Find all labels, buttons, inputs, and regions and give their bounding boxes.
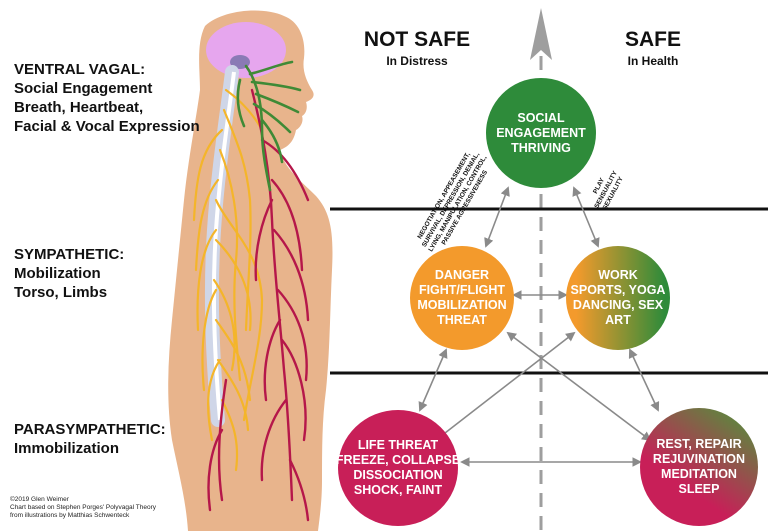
state-arrows: [418, 186, 660, 467]
work-circle: WORK SPORTS, YOGA DANCING, SEX ART: [566, 246, 670, 350]
work-line-2: SPORTS, YOGA: [570, 283, 666, 297]
danger-line-2: FIGHT/FLIGHT: [418, 283, 506, 297]
sympathetic-line-2: Torso, Limbs: [14, 284, 108, 301]
danger-circle: DANGER FIGHT/FLIGHT MOBILIZATION THREAT: [410, 246, 514, 350]
danger-line-3: MOBILIZATION: [417, 298, 507, 312]
rest-circle: REST, REPAIR REJUVINATION MEDITATION SLE…: [640, 408, 758, 526]
safe-subtitle: In Health: [627, 54, 679, 68]
not-safe-title: NOT SAFE: [363, 28, 471, 51]
sympathetic-label: SYMPATHETIC: Mobilization Torso, Limbs: [14, 245, 124, 302]
ventral-vagal-line-2: Breath, Heartbeat,: [14, 99, 144, 116]
parasympathetic-line-1: Immobilization: [14, 440, 119, 457]
ventral-vagal-label: VENTRAL VAGAL: Social Engagement Breath,…: [14, 60, 200, 136]
credit: ©2019 Glen Weimer Chart based on Stephen…: [10, 496, 156, 520]
up-arrow-icon: [530, 8, 552, 60]
social-line-1: SOCIAL: [517, 110, 565, 125]
brain: [206, 22, 286, 78]
ventral-vagal-title: VENTRAL VAGAL:: [14, 61, 146, 78]
social-line-3: THRIVING: [511, 140, 571, 155]
rest-line-3: MEDITATION: [661, 467, 737, 481]
life-threat-line-4: SHOCK, FAINT: [353, 483, 443, 497]
danger-line-1: DANGER: [434, 268, 490, 282]
life-threat-line-1: LIFE THREAT: [357, 438, 439, 452]
credit-line-3: from illustrations by Matthias Schwentec…: [10, 512, 130, 519]
danger-line-4: THREAT: [437, 313, 487, 327]
social-engagement-circle: SOCIAL ENGAGEMENT THRIVING: [486, 78, 596, 188]
not-safe-heading: NOT SAFE In Distress: [357, 28, 477, 70]
not-safe-subtitle: In Distress: [386, 54, 448, 68]
social-line-2: ENGAGEMENT: [496, 125, 586, 140]
sympathetic-line-1: Mobilization: [14, 265, 101, 282]
life-threat-line-2: FREEZE, COLLAPSE: [335, 453, 461, 467]
rest-line-2: REJUVINATION: [652, 452, 746, 466]
parasympathetic-title: PARASYMPATHETIC:: [14, 421, 166, 438]
sympathetic-nerves: [192, 88, 264, 472]
safe-title: SAFE: [624, 28, 681, 51]
ventral-vagal-line-1: Social Engagement: [14, 80, 153, 97]
body-silhouette: [168, 10, 333, 531]
rest-line-4: SLEEP: [678, 482, 720, 496]
ventral-vagal-line-3: Facial & Vocal Expression: [14, 118, 200, 135]
credit-line-1: ©2019 Glen Weimer: [10, 496, 69, 503]
credit-line-2: Chart based on Stephen Porges' Polyvagal…: [10, 504, 157, 511]
work-line-1: WORK: [598, 268, 638, 282]
ventral-vagal-nerves: [236, 60, 302, 192]
life-threat-circle: LIFE THREAT FREEZE, COLLAPSE DISSOCIATIO…: [335, 410, 461, 526]
sympathetic-title: SYMPATHETIC:: [14, 246, 125, 263]
work-line-3: DANCING, SEX: [572, 298, 664, 312]
life-threat-line-3: DISSOCIATION: [353, 468, 443, 482]
parasympathetic-nerves: [207, 88, 310, 522]
safe-heading: SAFE In Health: [598, 28, 708, 70]
parasympathetic-label: PARASYMPATHETIC: Immobilization: [14, 420, 166, 458]
work-line-4: ART: [605, 313, 631, 327]
rest-line-1: REST, REPAIR: [656, 437, 742, 451]
